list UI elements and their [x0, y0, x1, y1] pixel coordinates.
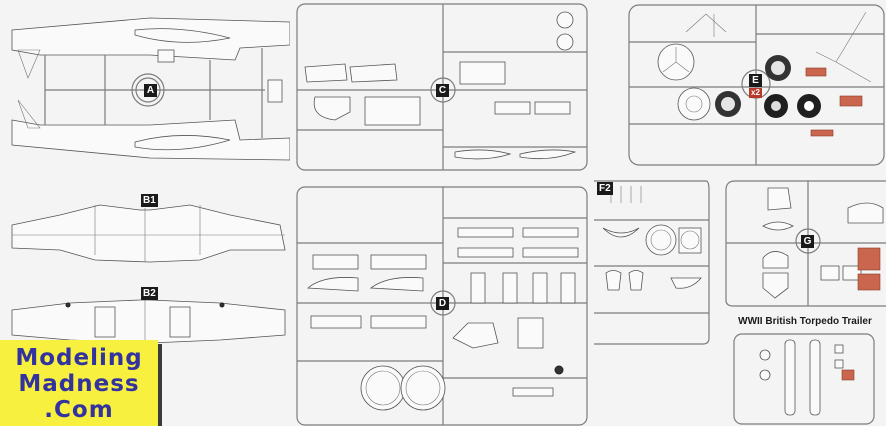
logo-line-3: .Com — [44, 397, 114, 423]
sprue-e-drawing — [628, 4, 885, 166]
sprue-label-g: G — [801, 235, 814, 248]
sprue-d: D — [293, 183, 591, 426]
torpedo-trailer-sprue — [730, 330, 880, 426]
engine-star-2 — [797, 94, 821, 118]
sprue-label-d: D — [436, 297, 449, 310]
sprue-a-frame: A — [0, 0, 290, 175]
sprue-c-drawing — [296, 3, 588, 171]
sprue-d-drawing — [296, 186, 588, 426]
sprue-c: C — [295, 2, 590, 174]
sprue-b2-wing: B2 — [0, 285, 290, 345]
sprue-label-c: C — [436, 84, 449, 97]
modeling-madness-logo: Modeling Madness .Com — [0, 340, 158, 426]
logo-line-2: Madness — [18, 371, 140, 397]
sprue-a-drawing — [11, 17, 290, 161]
sprue-e-multiplier: x2 — [749, 88, 762, 98]
sprue-b1-drawing — [11, 204, 286, 263]
torpedo-trailer-drawing — [733, 333, 875, 425]
logo-line-1: Modeling — [15, 345, 143, 371]
engine-star-1 — [764, 94, 788, 118]
sprue-g-drawing — [725, 180, 886, 307]
trailer-title: WWII British Torpedo Trailer — [738, 316, 872, 327]
sprue-e: E x2 — [626, 2, 886, 167]
sprue-f2-drawing — [594, 180, 710, 345]
sprue-b1-wing: B1 — [0, 190, 290, 270]
sprue-label-e: E — [749, 74, 762, 87]
sprue-label-b2: B2 — [141, 287, 158, 300]
sprue-label-f2: F2 — [597, 182, 613, 195]
sprue-f2: F2 — [591, 178, 716, 346]
sprue-b2-drawing — [11, 299, 286, 344]
sprue-label-a: A — [144, 84, 157, 97]
sprue-g: G — [723, 178, 886, 310]
sprue-label-b1: B1 — [141, 194, 158, 207]
